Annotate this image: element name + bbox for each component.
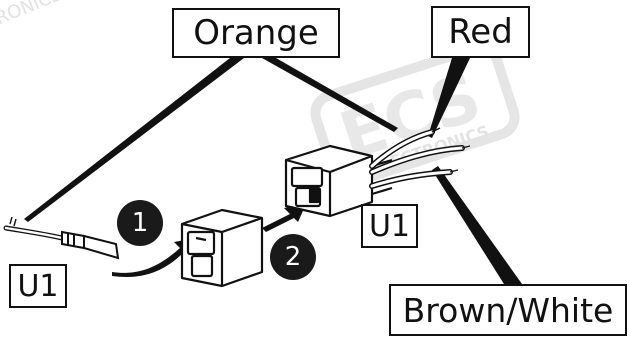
connector-housing-center <box>180 208 264 288</box>
left-wire-strands <box>9 216 17 227</box>
spade-terminal <box>61 230 120 260</box>
connector-housing-right <box>284 144 393 218</box>
leader-brown-white <box>432 166 522 284</box>
leader-orange-right <box>262 58 398 132</box>
arrow-step-2 <box>262 204 306 232</box>
leader-orange-left <box>24 58 244 222</box>
right-wire-strands <box>431 127 471 173</box>
label-brown-white: Brown/White <box>389 284 627 336</box>
right-wires <box>369 129 465 189</box>
step-2-marker: 2 <box>270 234 316 280</box>
label-u1-terminal: U1 <box>9 264 67 308</box>
left-wire <box>3 225 65 241</box>
label-red: Red <box>431 6 530 58</box>
step-1-marker: 1 <box>117 200 163 246</box>
leader-red <box>428 58 470 138</box>
label-u1-connector: U1 <box>361 204 418 248</box>
label-orange: Orange <box>172 8 340 58</box>
